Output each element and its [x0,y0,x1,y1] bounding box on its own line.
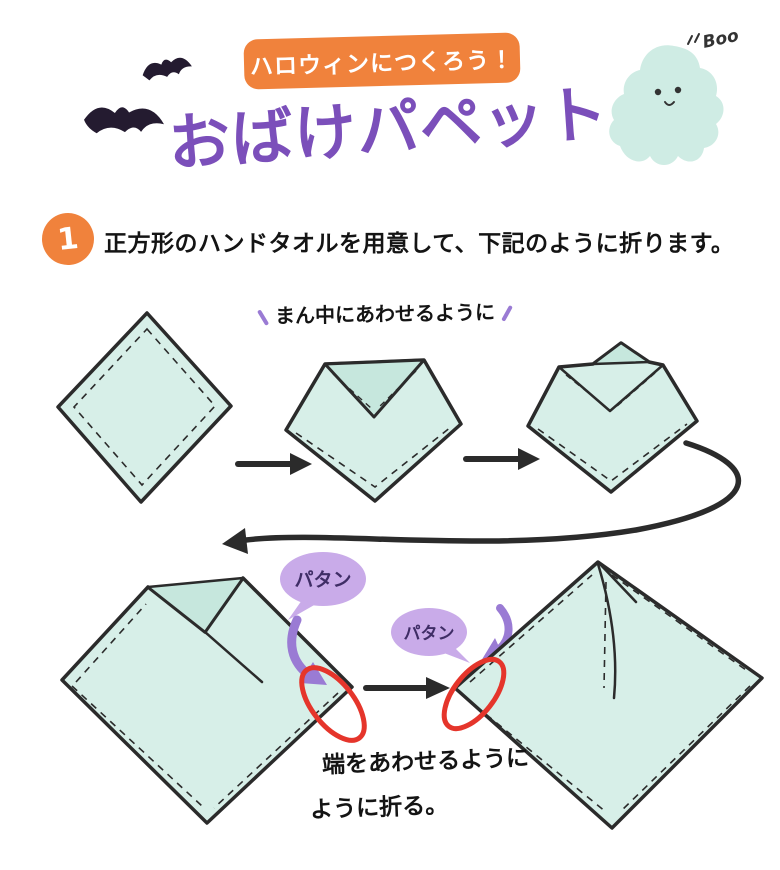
ghost-icon: Boo [609,26,741,165]
bat-icon [142,57,192,81]
step-instruction: 正方形のハンドタオルを用意して、下記のように折ります。 [104,231,735,257]
speech-bubble-2: パタン [391,608,470,663]
ghost-body [609,45,724,165]
towel-step-unfolded [56,311,233,504]
center-align-note: まん中にあわせるように [240,295,530,329]
page-title: おばけパペット [165,76,611,181]
quote-marks [687,33,700,45]
ghost-eye-left [654,88,662,96]
bat-icon [84,107,164,134]
folding-illustration: パタン パタン [56,311,764,830]
curved-arrow-icon [222,440,742,554]
speech-bubble-1: パタン [280,552,366,620]
highlight-ellipse-1 [299,665,367,743]
edge-align-note-line1: 端をあわせるように [321,745,530,779]
highlight-ellipse-2 [441,656,507,732]
fold-sound-1: パタン [294,569,351,591]
ghost-exclaim: Boo [701,26,741,53]
ghost-mouth [664,101,675,106]
towel-step-second-fold [526,341,699,494]
step-number-badge: 1 [39,210,97,268]
center-align-note-text: まん中にあわせるように [274,300,496,328]
towel-step-third-fold [60,576,354,825]
step-number: 1 [55,220,81,258]
bat-icons [84,57,192,134]
emphasis-tick-right-icon [501,304,513,322]
arrow-right-icon-2 [463,448,540,470]
ghost-eye-right [674,86,682,94]
edge-align-note-line2: ように折る。 [309,792,449,824]
arrow-right-icon-3 [363,677,450,699]
fold-sound-2: パタン [404,624,455,644]
emphasis-tick-left-icon [256,309,270,326]
arrow-right-icon-1 [235,453,312,475]
towel-step-first-fold [284,358,463,503]
towel-step-fourth-fold [453,560,764,830]
